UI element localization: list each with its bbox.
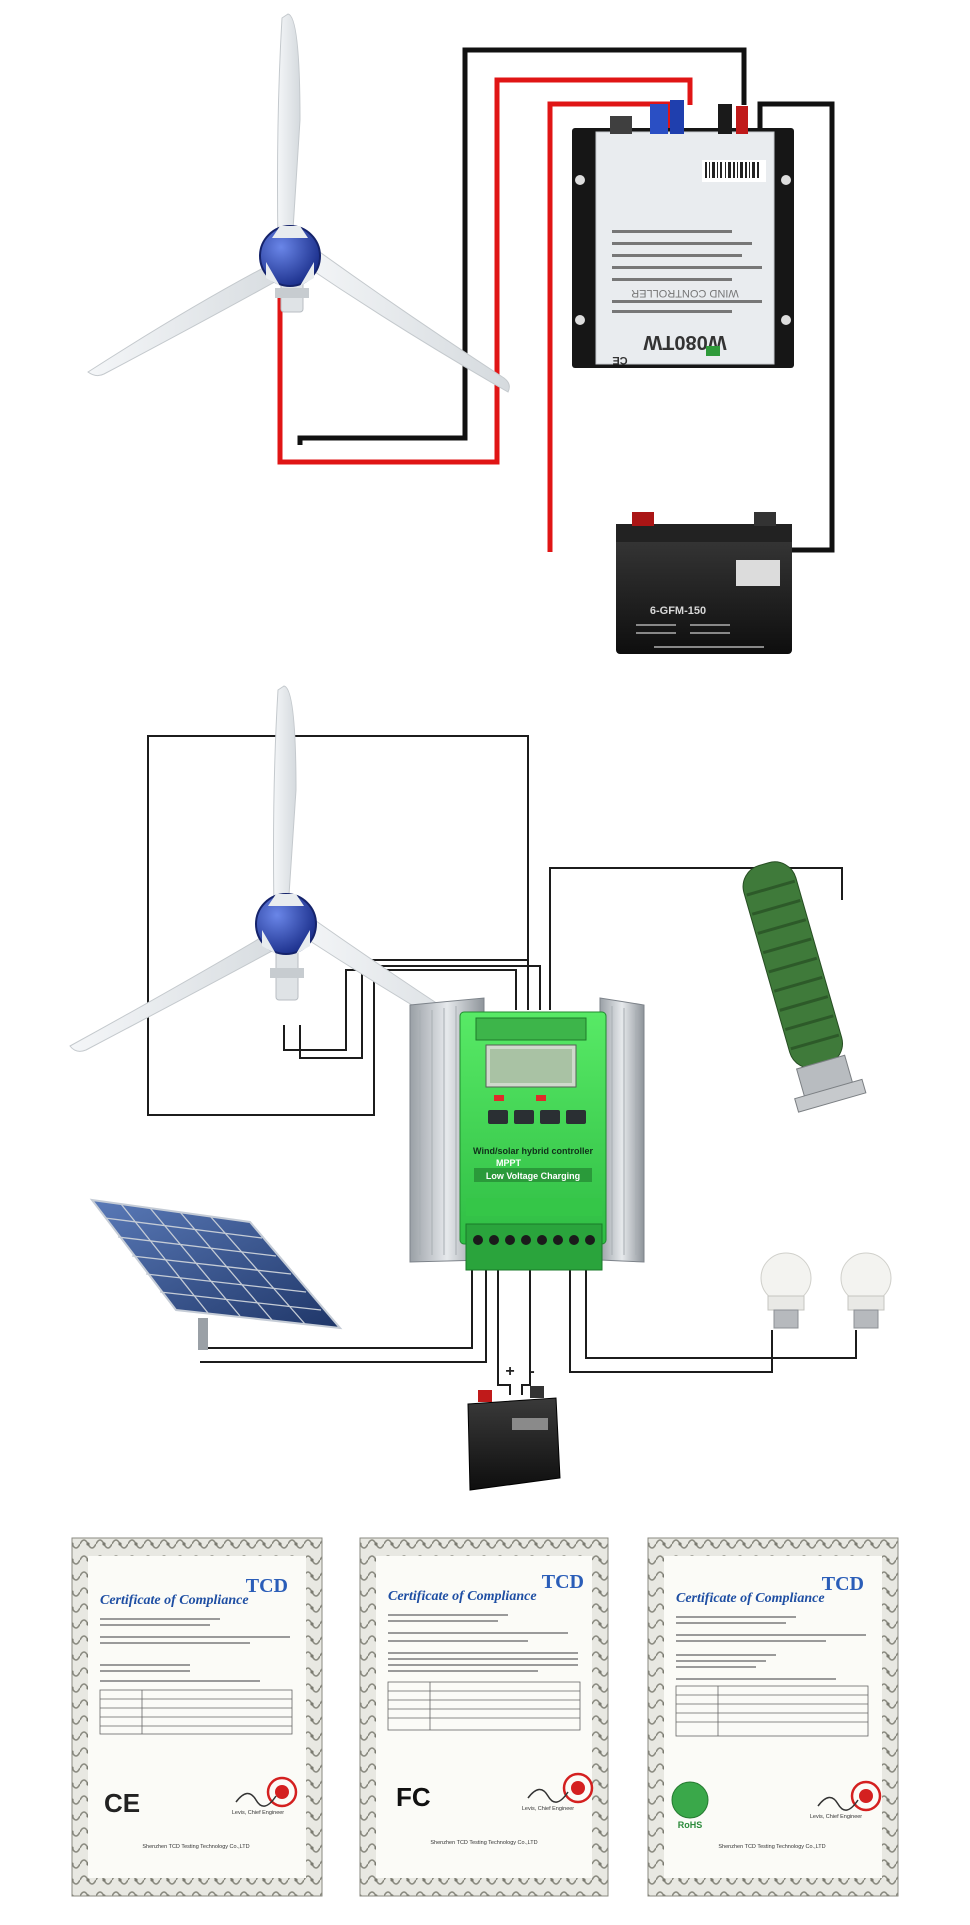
hybrid-controller-banner: Low Voltage Charging — [486, 1171, 580, 1181]
certificate-fcc: Certificate of Compliance TCD FC Levis, … — [359, 1537, 609, 1897]
certificate-signer: Levis, Chief Engineer — [232, 1810, 284, 1816]
section-top-wiring: WIND CONTROLLER W080TW CE 6-GFM-150 — [87, 13, 835, 654]
controller-subtitle: WIND CONTROLLER — [631, 287, 739, 299]
controller-model: W080TW — [643, 331, 726, 353]
certificate-ce: Certificate of Compliance TCD CE Levis, … — [71, 1537, 323, 1897]
hybrid-controller-title: Wind/solar hybrid controller — [473, 1146, 593, 1156]
battery-top-label: 6-GFM-150 — [650, 605, 706, 617]
light-bulb-left — [760, 1252, 812, 1329]
controller-ce-mark: CE — [612, 354, 627, 366]
battery-plus-label: + — [505, 1363, 514, 1380]
certificate-brand: TCD — [246, 1575, 288, 1597]
fcc-mark-icon: FC — [396, 1782, 431, 1812]
section-hybrid-wiring: Wind/solar hybrid controller MPPT Low Vo… — [69, 685, 892, 1491]
certificate-title: Certificate of Compliance — [388, 1589, 537, 1604]
wire-black-battery — [757, 101, 835, 553]
certificate-brand: TCD — [822, 1573, 864, 1595]
ce-mark-icon: CE — [104, 1788, 140, 1818]
light-bulb-right — [840, 1252, 892, 1329]
wind-turbine-top — [87, 13, 510, 393]
battery-minus-label: - — [529, 1363, 534, 1380]
hybrid-controller: Wind/solar hybrid controller MPPT Low Vo… — [409, 997, 645, 1271]
certificate-signer: Levis, Chief Engineer — [522, 1806, 574, 1812]
wire-red-top — [277, 77, 693, 465]
certificate-issuer: Shenzhen TCD Testing Technology Co.,LTD — [142, 1844, 249, 1850]
wind-controller-top: WIND CONTROLLER W080TW CE — [572, 100, 794, 368]
certificate-brand: TCD — [542, 1571, 584, 1593]
dump-load-resistor — [742, 861, 867, 1113]
rohs-mark-icon: RoHS — [678, 1820, 703, 1830]
wire-black-top — [297, 47, 747, 445]
certificates-row: Certificate of Compliance TCD CE Levis, … — [71, 1537, 899, 1897]
certificate-signer: Levis, Chief Engineer — [810, 1814, 862, 1820]
certificate-issuer: Shenzhen TCD Testing Technology Co.,LTD — [430, 1840, 537, 1846]
battery-middle: + - — [467, 1363, 561, 1491]
battery-top: 6-GFM-150 — [616, 512, 792, 654]
certificate-title: Certificate of Compliance — [100, 1593, 249, 1608]
hybrid-controller-mppt: MPPT — [496, 1158, 522, 1168]
certificate-issuer: Shenzhen TCD Testing Technology Co.,LTD — [718, 1844, 825, 1850]
solar-panel — [89, 1198, 343, 1350]
certificate-rohs: Certificate of Compliance TCD RoHS Levis… — [647, 1537, 899, 1897]
hybrid-wires — [147, 735, 857, 1395]
certificate-title: Certificate of Compliance — [676, 1591, 825, 1606]
